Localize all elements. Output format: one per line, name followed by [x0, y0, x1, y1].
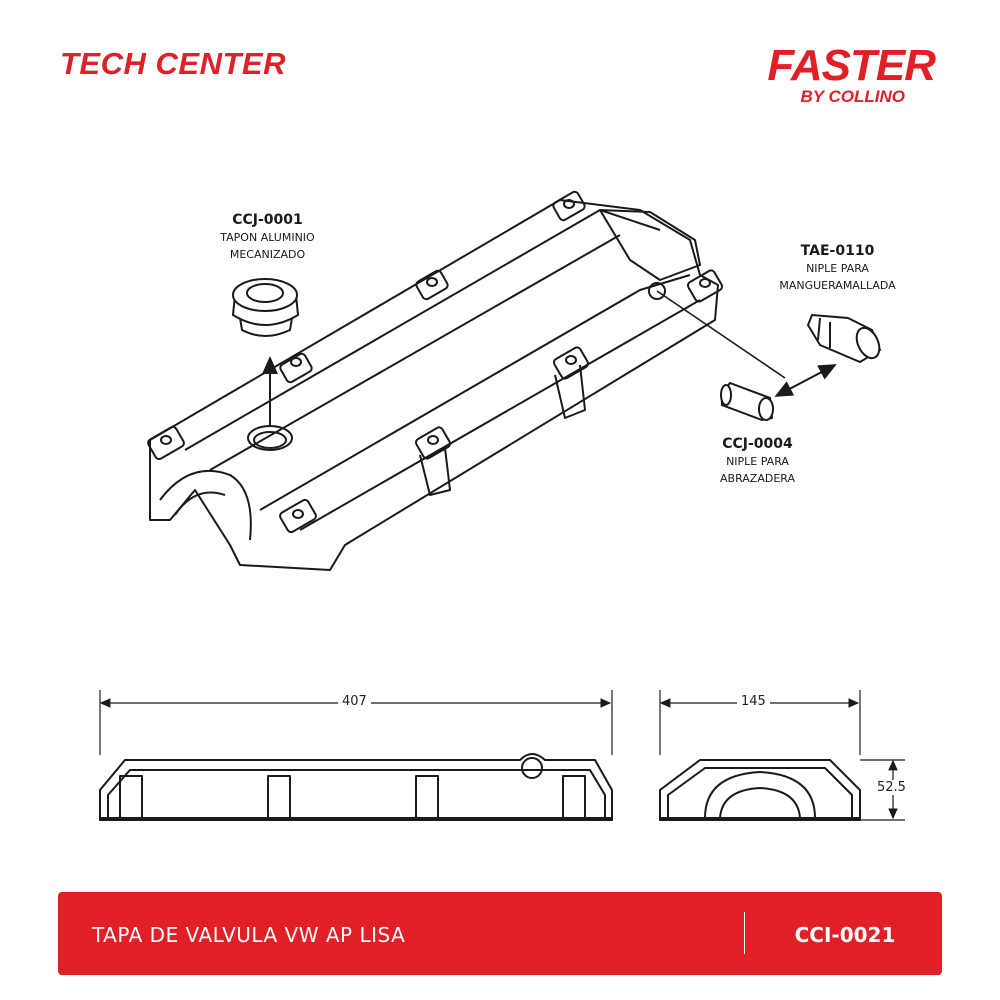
tech-center-title: TECH CENTER: [60, 46, 286, 81]
callout-desc-2: MANGUERAMALLADA: [779, 279, 896, 292]
leader-line: [656, 290, 786, 379]
product-title: TAPA DE VALVULA VW AP LISA: [92, 923, 406, 947]
nipple-arrow: [774, 364, 837, 397]
brand-subtitle: BY COLLINO: [800, 87, 905, 106]
callout-code: CCJ-0004: [722, 436, 793, 452]
length-label: 407: [338, 694, 371, 709]
callout-desc-2: ABRAZADERA: [720, 472, 795, 485]
callout-desc-1: NIPLE PARA: [806, 262, 869, 275]
width-label: 145: [737, 694, 770, 709]
callout-code: CCJ-0001: [232, 212, 303, 228]
height-label: 52.5: [873, 780, 910, 795]
product-code: CCI-0021: [794, 923, 896, 947]
side-view: [99, 753, 613, 821]
end-view: [659, 759, 861, 821]
callout-desc-2: MECANIZADO: [229, 248, 306, 261]
callout-filler-cap: CCJ-0001 TAPON ALUMINIO MECANIZADO: [200, 212, 335, 263]
callout-desc-1: NIPLE PARA: [726, 455, 789, 468]
footer-bar: [58, 892, 942, 975]
callout-mesh-nipple: TAE-0110 NIPLE PARA MANGUERAMALLADA: [770, 243, 905, 294]
callout-code: TAE-0110: [800, 243, 875, 259]
filler-cap-part: [231, 278, 300, 337]
brand-name: FASTER: [767, 41, 936, 90]
footer-divider: [744, 912, 745, 954]
brand-logo: FASTER BY COLLINO: [715, 41, 936, 106]
callout-clamp-nipple: CCJ-0004 NIPLE PARA ABRAZADERA: [690, 436, 825, 487]
mesh-hose-nipple-part: [806, 313, 882, 364]
callout-desc-1: TAPON ALUMINIO: [220, 231, 315, 244]
clamp-nipple-part: [720, 381, 774, 422]
valve-cover-iso: [147, 190, 724, 571]
